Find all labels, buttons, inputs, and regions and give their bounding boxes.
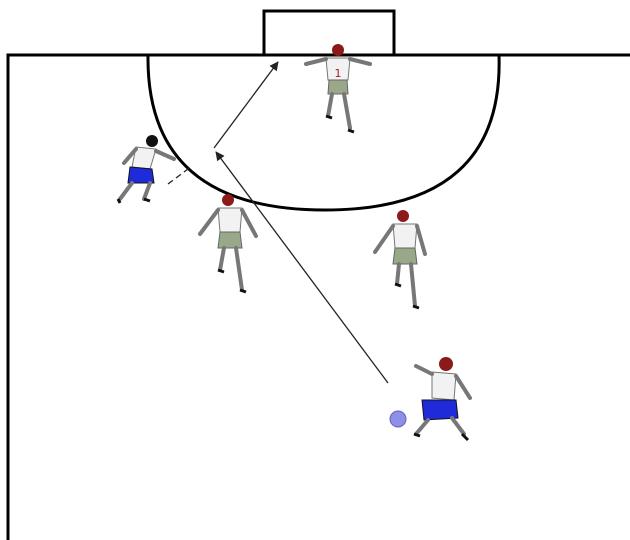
player-head (332, 44, 344, 56)
court-lines (8, 11, 630, 540)
ball (390, 411, 406, 427)
player-head (439, 357, 453, 371)
goalkeeper-number: 1 (335, 67, 342, 80)
goal-area-arc (148, 55, 499, 210)
shot-arrow (216, 152, 388, 383)
defender-left (200, 194, 256, 292)
attacker-backcourt (414, 357, 470, 440)
half-court-outline (8, 55, 630, 540)
player-head (397, 210, 409, 222)
attacker-wing (118, 135, 174, 203)
player-head (222, 194, 234, 206)
pass-arrow (214, 62, 278, 148)
wing-run-dash (168, 166, 192, 184)
goalkeeper: 1 (306, 44, 370, 132)
defender-right (375, 210, 425, 308)
goal-box (264, 11, 394, 55)
player-head (146, 135, 158, 147)
